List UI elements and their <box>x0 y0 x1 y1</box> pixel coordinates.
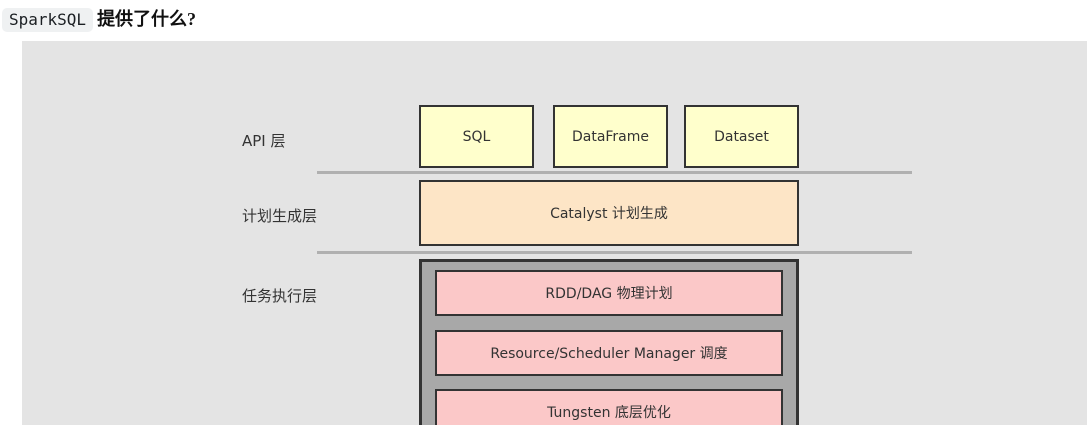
layer-label-api: API 层 <box>242 132 286 150</box>
box-resource-scheduler: Resource/Scheduler Manager 调度 <box>435 329 783 376</box>
box-dataset: Dataset <box>684 105 799 168</box>
exec-container: RDD/DAG 物理计划 Resource/Scheduler Manager … <box>419 259 799 425</box>
page-title-text: 提供了什么? <box>97 9 197 29</box>
separator-plan-exec <box>317 251 912 254</box>
box-rdd-dag: RDD/DAG 物理计划 <box>435 270 783 316</box>
box-dataframe: DataFrame <box>553 105 668 168</box>
layer-label-exec: 任务执行层 <box>242 287 318 305</box>
box-sql: SQL <box>419 105 534 168</box>
layer-label-plan: 计划生成层 <box>242 207 318 225</box>
box-catalyst: Catalyst 计划生成 <box>419 180 799 246</box>
inline-code-sparksql: SparkSQL <box>2 8 94 32</box>
box-tungsten: Tungsten 底层优化 <box>435 389 783 425</box>
separator-api-plan <box>317 171 912 174</box>
diagram-panel: API 层 SQL DataFrame Dataset 计划生成层 Cataly… <box>22 41 1087 425</box>
